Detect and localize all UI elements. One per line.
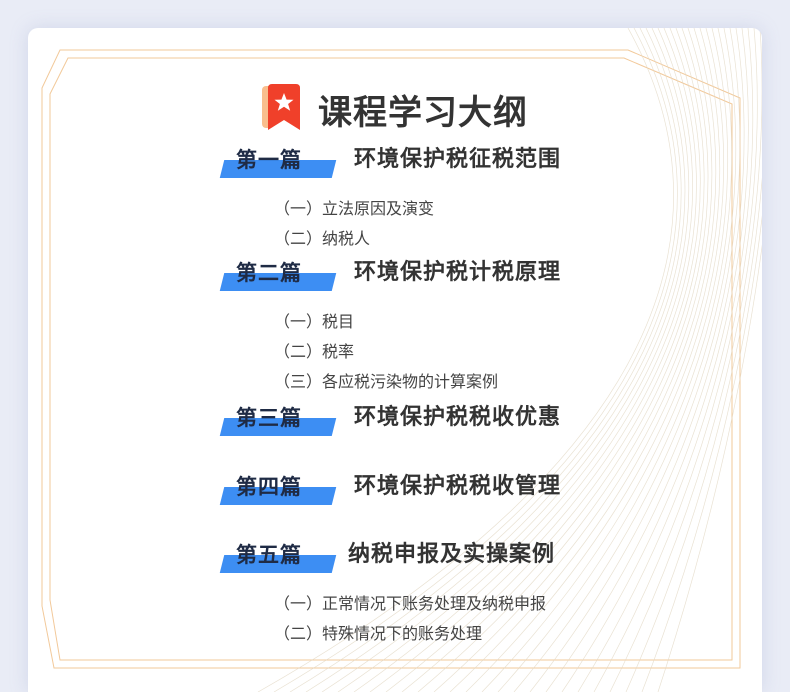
wave-line bbox=[401, 28, 709, 692]
list-item: （三）各应税污染物的计算案例 bbox=[274, 372, 499, 391]
wave-line bbox=[353, 28, 697, 692]
item-list: （一）正常情况下账务处理及纳税申报 （二）特殊情况下的账务处理 bbox=[274, 589, 546, 649]
wave-line bbox=[385, 28, 705, 692]
section-title: 环境保护税计税原理 bbox=[354, 260, 562, 285]
wave-line bbox=[593, 28, 758, 692]
list-item: （一）立法原因及演变 bbox=[274, 199, 435, 218]
wave-line bbox=[545, 28, 745, 692]
wave-line bbox=[417, 28, 713, 692]
wave-line bbox=[433, 28, 717, 692]
part-label: 第二篇 bbox=[236, 261, 302, 285]
section-title: 环境保护税税收管理 bbox=[354, 474, 562, 499]
list-item: （一）正常情况下账务处理及纳税申报 bbox=[274, 594, 547, 613]
part-label: 第一篇 bbox=[236, 148, 302, 172]
item-list: （一）立法原因及演变 （二）纳税人 bbox=[274, 194, 434, 254]
wave-line bbox=[337, 28, 693, 692]
part-tag: 第五篇 bbox=[218, 541, 338, 575]
wave-line bbox=[625, 177, 762, 692]
item-list: （一）税目 （二）税率 （三）各应税污染物的计算案例 bbox=[274, 307, 498, 397]
wave-line bbox=[609, 28, 762, 692]
wave-line bbox=[369, 28, 701, 692]
decorative-frame bbox=[41, 28, 762, 692]
wave-line bbox=[641, 213, 762, 692]
wave-line bbox=[321, 28, 690, 692]
part-tag: 第三篇 bbox=[218, 404, 338, 438]
wave-line bbox=[529, 28, 741, 692]
part-tag: 第一篇 bbox=[218, 146, 338, 180]
outline-card: 课程学习大纲 第一篇 环境保护税征税范围 （一）立法原因及演变 （二）纳税人 第… bbox=[28, 28, 762, 692]
page-title-text: 课程学习大纲 bbox=[318, 92, 528, 133]
list-item: （二）税率 bbox=[274, 342, 355, 361]
star-bookmark-icon bbox=[258, 84, 304, 134]
section-title: 环境保护税征税范围 bbox=[354, 147, 562, 172]
wave-line bbox=[561, 28, 749, 692]
wave-line bbox=[657, 243, 762, 692]
wave-line bbox=[577, 28, 754, 692]
wave-line bbox=[449, 28, 721, 692]
wave-line bbox=[465, 28, 724, 692]
part-tag: 第四篇 bbox=[218, 473, 338, 507]
wave-line bbox=[257, 28, 674, 692]
section-title: 纳税申报及实操案例 bbox=[348, 542, 556, 567]
list-item: （二）纳税人 bbox=[274, 229, 371, 248]
wave-line bbox=[513, 28, 737, 692]
wave-line bbox=[289, 28, 682, 692]
wave-line bbox=[497, 28, 733, 692]
part-label: 第五篇 bbox=[236, 543, 302, 567]
list-item: （二）特殊情况下的账务处理 bbox=[274, 624, 483, 643]
list-item: （一）税目 bbox=[274, 312, 355, 331]
wave-line bbox=[273, 28, 678, 692]
wave-line bbox=[305, 28, 686, 692]
part-tag: 第二篇 bbox=[218, 259, 338, 293]
part-label: 第四篇 bbox=[236, 475, 302, 499]
section-title: 环境保护税税收优惠 bbox=[354, 405, 562, 430]
wave-line bbox=[481, 28, 728, 692]
page-title: 课程学习大纲 bbox=[258, 84, 528, 134]
part-label: 第三篇 bbox=[236, 406, 302, 430]
